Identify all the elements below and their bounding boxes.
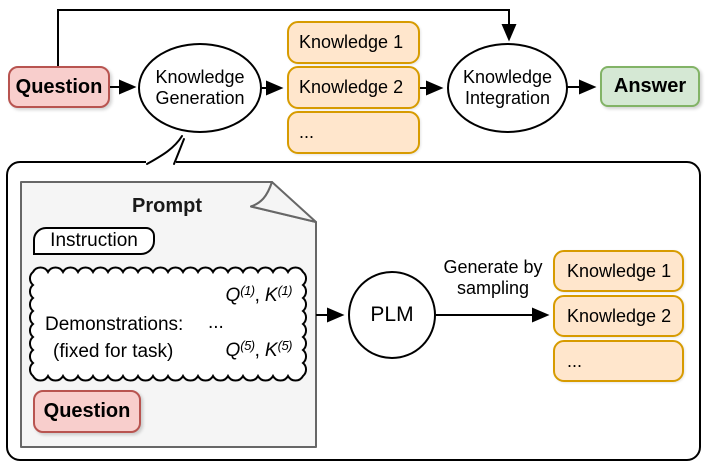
demonstrations-sublabel: (fixed for task) xyxy=(53,341,174,362)
generate-by-sampling-label: Generate by sampling xyxy=(436,257,550,299)
knowledge-integration-node: Knowledge Integration xyxy=(447,43,568,133)
plm-label: PLM xyxy=(370,303,414,326)
knowledge-item-2: Knowledge 2 xyxy=(287,66,420,109)
demonstrations-ellipsis: ... xyxy=(208,312,224,333)
prompt-document-fold xyxy=(250,181,317,223)
answer-box: Answer xyxy=(600,66,700,107)
prompt-question-label: Question xyxy=(43,400,131,422)
generated-knowledge-1-label: Knowledge 1 xyxy=(567,260,672,281)
question-label: Question xyxy=(15,75,103,98)
demo-comma-1: , xyxy=(254,285,260,306)
knowledge-item-2-label: Knowledge 2 xyxy=(299,77,404,97)
arrow-question-bypass-to-integration xyxy=(57,9,517,66)
knowledge-generation-line2: Generation xyxy=(155,88,245,108)
generated-knowledge-2-label: Knowledge 2 xyxy=(567,305,672,326)
answer-label: Answer xyxy=(613,75,687,97)
generated-knowledge-more-label: ... xyxy=(567,350,583,371)
demo-pair-5: Q(5),K(5) xyxy=(150,338,292,362)
plm-node: PLM xyxy=(348,271,436,359)
demo-k1-base: K xyxy=(264,285,278,306)
callout-tail xyxy=(147,136,182,165)
generated-knowledge-1: Knowledge 1 xyxy=(553,250,684,292)
callout-tail-outline xyxy=(146,135,185,165)
demo-q5-base: Q xyxy=(225,340,241,361)
prompt-title: Prompt xyxy=(132,195,202,217)
demo-comma-5: , xyxy=(254,340,260,361)
knowledge-generation-line1: Knowledge xyxy=(155,67,245,87)
demonstrations-frame xyxy=(29,266,307,382)
demo-k5-base: K xyxy=(264,340,278,361)
demo-pair-1: Q(1),K(1) xyxy=(150,283,292,307)
knowledge-integration-line1: Knowledge xyxy=(462,67,553,87)
generated-knowledge-more: ... xyxy=(553,340,684,382)
demo-k5-sup: (5) xyxy=(277,338,293,353)
knowledge-item-1: Knowledge 1 xyxy=(287,21,420,64)
question-box: Question xyxy=(8,66,110,108)
instruction-box: Instruction xyxy=(33,227,155,255)
demo-q1-sup: (1) xyxy=(240,283,255,298)
demo-k1-sup: (1) xyxy=(277,283,293,298)
prompt-question-box: Question xyxy=(33,390,141,433)
knowledge-item-1-label: Knowledge 1 xyxy=(299,32,404,52)
knowledge-item-more-label: ... xyxy=(299,122,315,142)
demo-q5-sup: (5) xyxy=(240,338,255,353)
generate-by-sampling-line2: sampling xyxy=(456,278,530,298)
knowledge-integration-line2: Integration xyxy=(464,88,551,108)
knowledge-generation-node: Knowledge Generation xyxy=(138,43,262,133)
generated-knowledge-2: Knowledge 2 xyxy=(553,295,684,337)
generate-by-sampling-line1: Generate by xyxy=(443,257,543,277)
demonstrations-label: Demonstrations: xyxy=(45,314,184,335)
demo-q1-base: Q xyxy=(225,285,241,306)
instruction-label: Instruction xyxy=(50,230,138,251)
knowledge-item-more: ... xyxy=(287,111,420,154)
